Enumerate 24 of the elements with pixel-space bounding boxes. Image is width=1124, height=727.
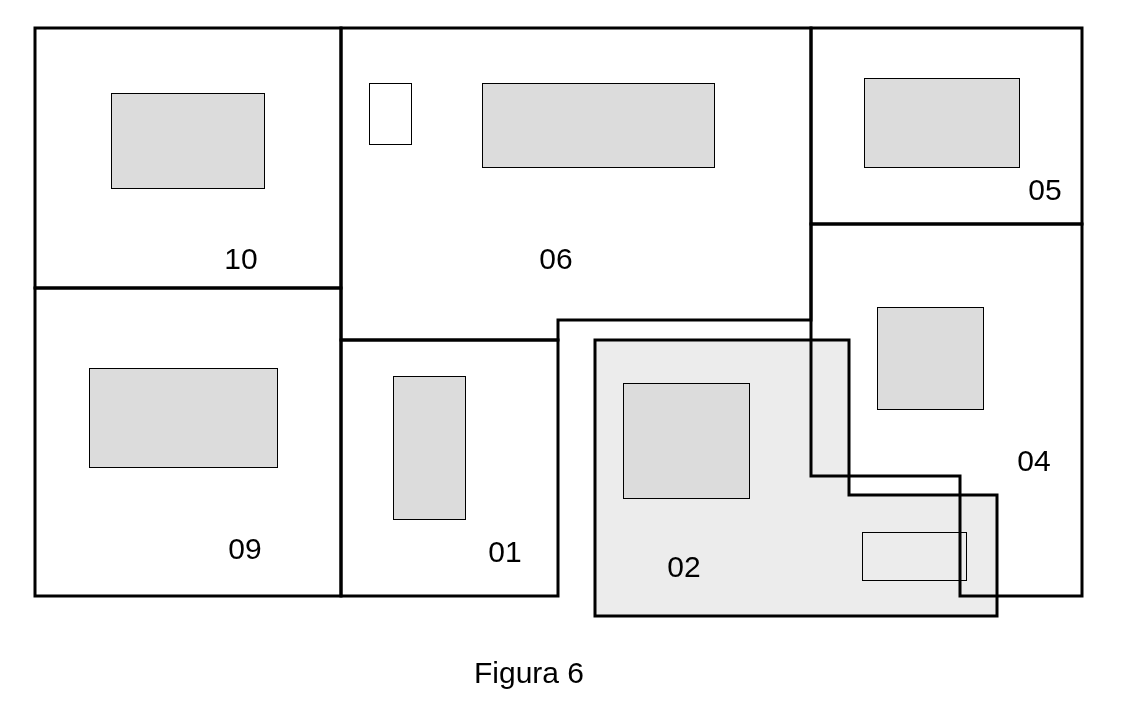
inner-rectangle xyxy=(393,376,466,520)
region-outline xyxy=(35,28,341,288)
region-outline xyxy=(595,340,997,616)
inner-rectangle xyxy=(877,307,984,410)
inner-rectangle xyxy=(864,78,1020,168)
inner-rectangle xyxy=(89,368,278,468)
region-number: 05 xyxy=(1028,175,1062,205)
region-outline xyxy=(811,224,1082,596)
region-number: 09 xyxy=(228,534,262,564)
figure-caption: Figura 6 xyxy=(473,654,585,691)
inner-rectangle xyxy=(369,83,412,145)
region-outline xyxy=(35,288,341,596)
inner-rectangle xyxy=(111,93,265,189)
inner-rectangle xyxy=(623,383,750,499)
inner-rectangle xyxy=(482,83,715,168)
region-number: 10 xyxy=(224,244,258,274)
region-number: 02 xyxy=(667,552,701,582)
inner-rectangle xyxy=(862,532,967,581)
region-outline xyxy=(341,28,811,340)
region-number: 01 xyxy=(488,537,522,567)
region-number: 04 xyxy=(1017,446,1051,476)
region-number: 06 xyxy=(539,244,573,274)
region-outline xyxy=(811,28,1082,224)
region-outline xyxy=(341,340,558,596)
